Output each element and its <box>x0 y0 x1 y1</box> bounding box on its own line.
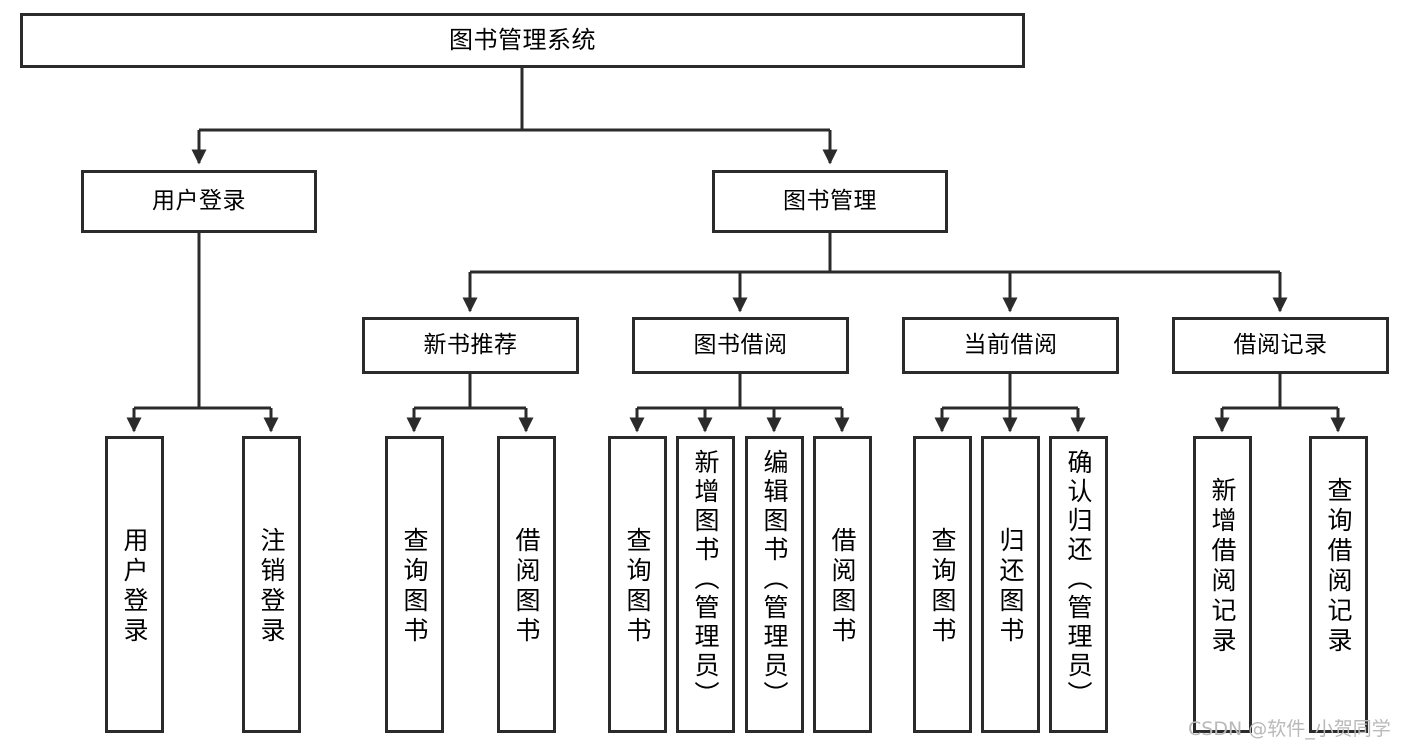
leaf-user-logout[interactable]: 注销登录 <box>242 436 301 733</box>
node-label: 查询借阅记录 <box>1324 477 1353 657</box>
node-label: 借阅图书 <box>512 527 541 647</box>
node-label: 查询图书 <box>928 527 957 647</box>
node-label: 图书管理系统 <box>449 25 596 54</box>
node-book-borrow[interactable]: 图书借阅 <box>632 317 849 374</box>
leaf-confirm-return-admin[interactable]: 确认归还（管理员） <box>1049 436 1108 733</box>
leaf-user-login[interactable]: 用户登录 <box>105 436 164 733</box>
leaf-borrow-book[interactable]: 借阅图书 <box>813 436 872 733</box>
node-borrow-record[interactable]: 借阅记录 <box>1172 317 1389 374</box>
leaf-add-book-admin[interactable]: 新增图书（管理员） <box>676 436 735 733</box>
node-label: 借阅图书 <box>828 527 857 647</box>
node-root-book-management-system[interactable]: 图书管理系统 <box>20 13 1025 68</box>
leaf-query-book-current[interactable]: 查询图书 <box>913 436 972 733</box>
leaf-query-book-new-recommend[interactable]: 查询图书 <box>385 436 444 733</box>
node-label: 新书推荐 <box>423 332 518 359</box>
node-label: 确认归还（管理员） <box>1064 449 1093 710</box>
node-label: 图书借阅 <box>693 332 788 359</box>
node-label: 新增图书（管理员） <box>691 449 720 710</box>
leaf-add-borrow-record[interactable]: 新增借阅记录 <box>1193 436 1252 733</box>
leaf-edit-book-admin[interactable]: 编辑图书（管理员） <box>745 436 804 733</box>
leaf-return-book[interactable]: 归还图书 <box>981 436 1040 733</box>
node-new-book-recommend[interactable]: 新书推荐 <box>362 317 579 374</box>
node-label: 借阅记录 <box>1233 332 1328 359</box>
watermark-text: CSDN @软件_小贺同学 <box>1188 718 1391 740</box>
leaf-query-book-borrow[interactable]: 查询图书 <box>608 436 667 733</box>
node-label: 用户登录 <box>120 527 149 647</box>
node-label: 查询图书 <box>400 527 429 647</box>
node-label: 用户登录 <box>152 188 246 215</box>
node-label: 查询图书 <box>623 527 652 647</box>
node-label: 注销登录 <box>257 527 286 647</box>
node-label: 归还图书 <box>996 527 1025 647</box>
leaf-query-borrow-record[interactable]: 查询借阅记录 <box>1309 436 1368 733</box>
leaf-borrow-book-new-recommend[interactable]: 借阅图书 <box>497 436 556 733</box>
node-label: 当前借阅 <box>963 332 1058 359</box>
node-current-borrow[interactable]: 当前借阅 <box>902 317 1119 374</box>
node-label: 新增借阅记录 <box>1208 477 1237 657</box>
node-book-management[interactable]: 图书管理 <box>712 170 948 233</box>
node-label: 图书管理 <box>783 188 877 215</box>
node-label: 编辑图书（管理员） <box>760 449 789 710</box>
node-user-login[interactable]: 用户登录 <box>81 170 317 233</box>
